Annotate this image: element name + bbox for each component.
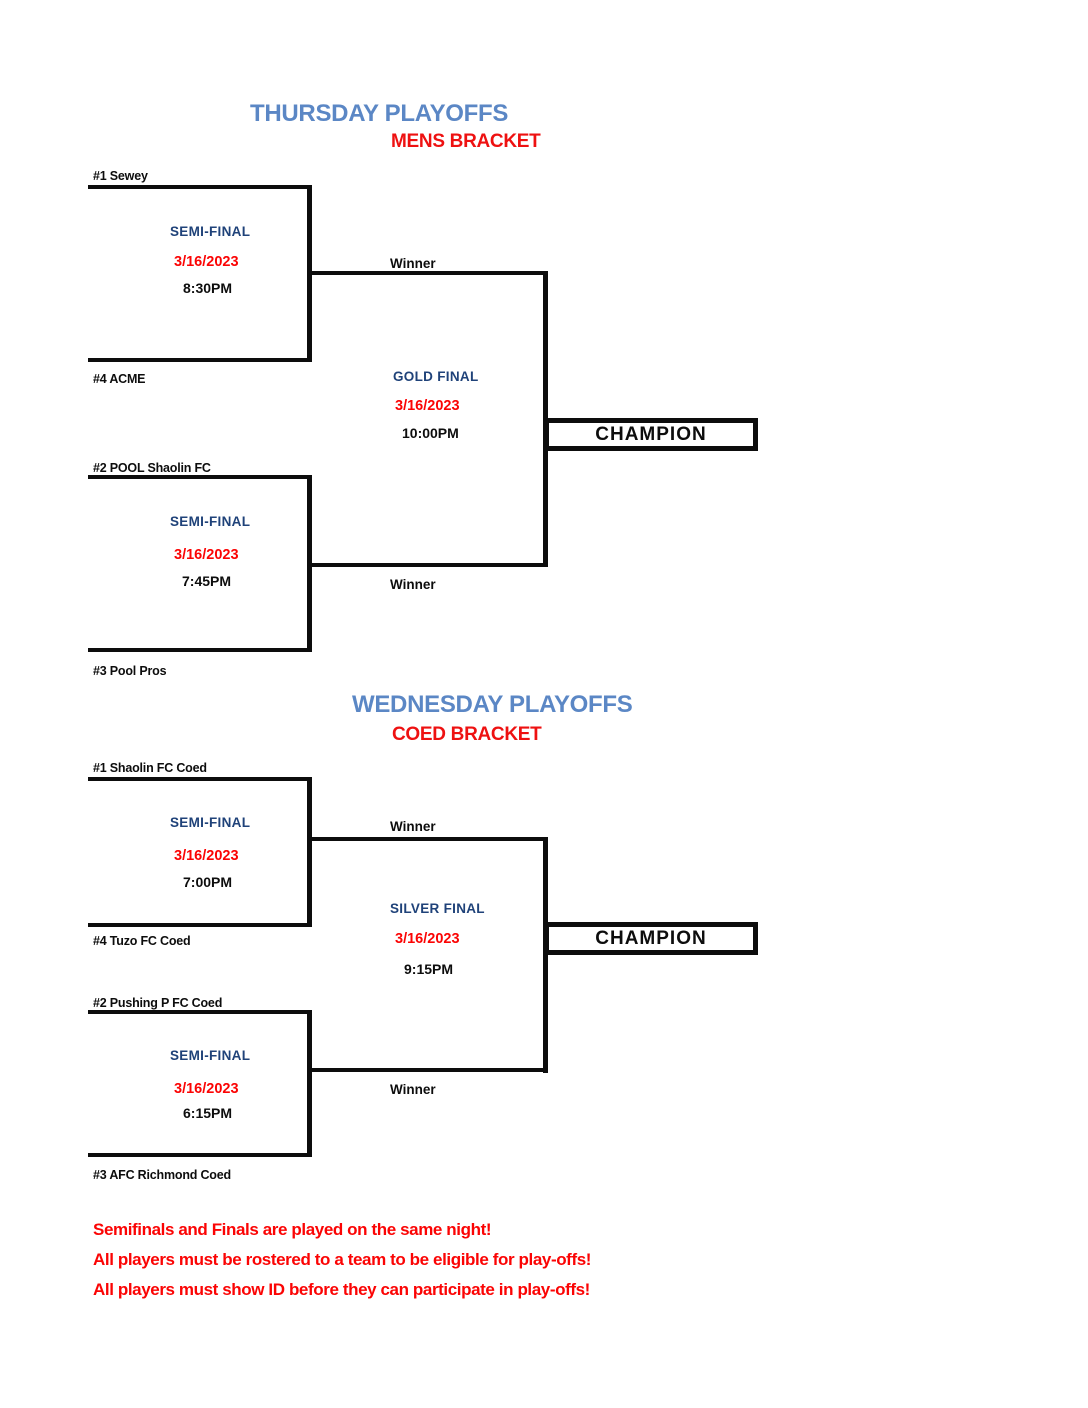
semifinal2-time-coed: 6:15PM: [183, 1105, 233, 1121]
semifinal2-date-mens: 3/16/2023: [174, 547, 239, 563]
team-seed4-coed: #4 Tuzo FC Coed: [93, 934, 191, 948]
bracket-line: [88, 923, 310, 927]
bracket-line: [307, 475, 312, 652]
team-seed2-coed: #2 Pushing P FC Coed: [93, 996, 223, 1010]
mens-bracket-subtitle: MENS BRACKET: [391, 131, 541, 152]
bracket-line: [310, 563, 545, 567]
bracket-line: [88, 1153, 310, 1157]
team-seed1-mens: #1 Sewey: [93, 169, 148, 183]
team-seed4-mens: #4 ACME: [93, 372, 146, 386]
bracket-line: [88, 648, 310, 652]
champion-box-mens: CHAMPION: [544, 418, 758, 451]
semifinal1-time-coed: 7:00PM: [183, 874, 233, 890]
semifinal1-date-coed: 3/16/2023: [174, 848, 239, 864]
team-seed3-mens: #3 Pool Pros: [93, 664, 167, 678]
bracket-line: [307, 777, 312, 927]
semifinal1-label-coed: SEMI-FINAL: [170, 815, 251, 830]
silver-final-time: 9:15PM: [404, 961, 454, 977]
champion-label: CHAMPION: [595, 423, 707, 445]
bracket-line: [543, 837, 548, 1073]
bracket-line: [307, 185, 312, 362]
champion-label: CHAMPION: [595, 927, 707, 949]
bracket-line: [88, 475, 310, 479]
bracket-line: [88, 1010, 310, 1014]
footer-notice-2: All players must be rostered to a team t…: [93, 1250, 592, 1269]
winner-label: Winner: [390, 819, 436, 834]
semifinal2-date-coed: 3/16/2023: [174, 1081, 239, 1097]
semifinal1-time-mens: 8:30PM: [183, 280, 233, 296]
semifinal2-time-mens: 7:45PM: [182, 573, 232, 589]
winner-label: Winner: [390, 577, 436, 592]
semifinal2-label-coed: SEMI-FINAL: [170, 1048, 251, 1063]
footer-notice-3: All players must show ID before they can…: [93, 1280, 590, 1299]
silver-final-label: SILVER FINAL: [390, 901, 485, 916]
silver-final-date: 3/16/2023: [395, 931, 460, 947]
winner-label: Winner: [390, 1082, 436, 1097]
bracket-line: [310, 1068, 545, 1072]
bracket-line: [88, 777, 310, 781]
team-seed3-coed: #3 AFC Richmond Coed: [93, 1168, 231, 1182]
gold-final-label: GOLD FINAL: [393, 369, 479, 384]
bracket-line: [88, 358, 310, 362]
semifinal1-label-mens: SEMI-FINAL: [170, 224, 251, 239]
bracket-line: [310, 271, 545, 275]
gold-final-time: 10:00PM: [402, 425, 459, 441]
bracket-line: [88, 185, 310, 189]
thursday-title: THURSDAY PLAYOFFS: [250, 100, 509, 127]
wednesday-title: WEDNESDAY PLAYOFFS: [352, 691, 633, 718]
gold-final-date: 3/16/2023: [395, 398, 460, 414]
semifinal2-label-mens: SEMI-FINAL: [170, 514, 251, 529]
bracket-line: [307, 1010, 312, 1157]
semifinal1-date-mens: 3/16/2023: [174, 254, 239, 270]
coed-bracket-subtitle: COED BRACKET: [392, 724, 542, 745]
champion-box-coed: CHAMPION: [544, 922, 758, 955]
team-seed1-coed: #1 Shaolin FC Coed: [93, 761, 207, 775]
winner-label: Winner: [390, 256, 436, 271]
footer-notice-1: Semifinals and Finals are played on the …: [93, 1220, 492, 1239]
bracket-line: [310, 837, 545, 841]
team-seed2-mens: #2 POOL Shaolin FC: [93, 461, 211, 475]
